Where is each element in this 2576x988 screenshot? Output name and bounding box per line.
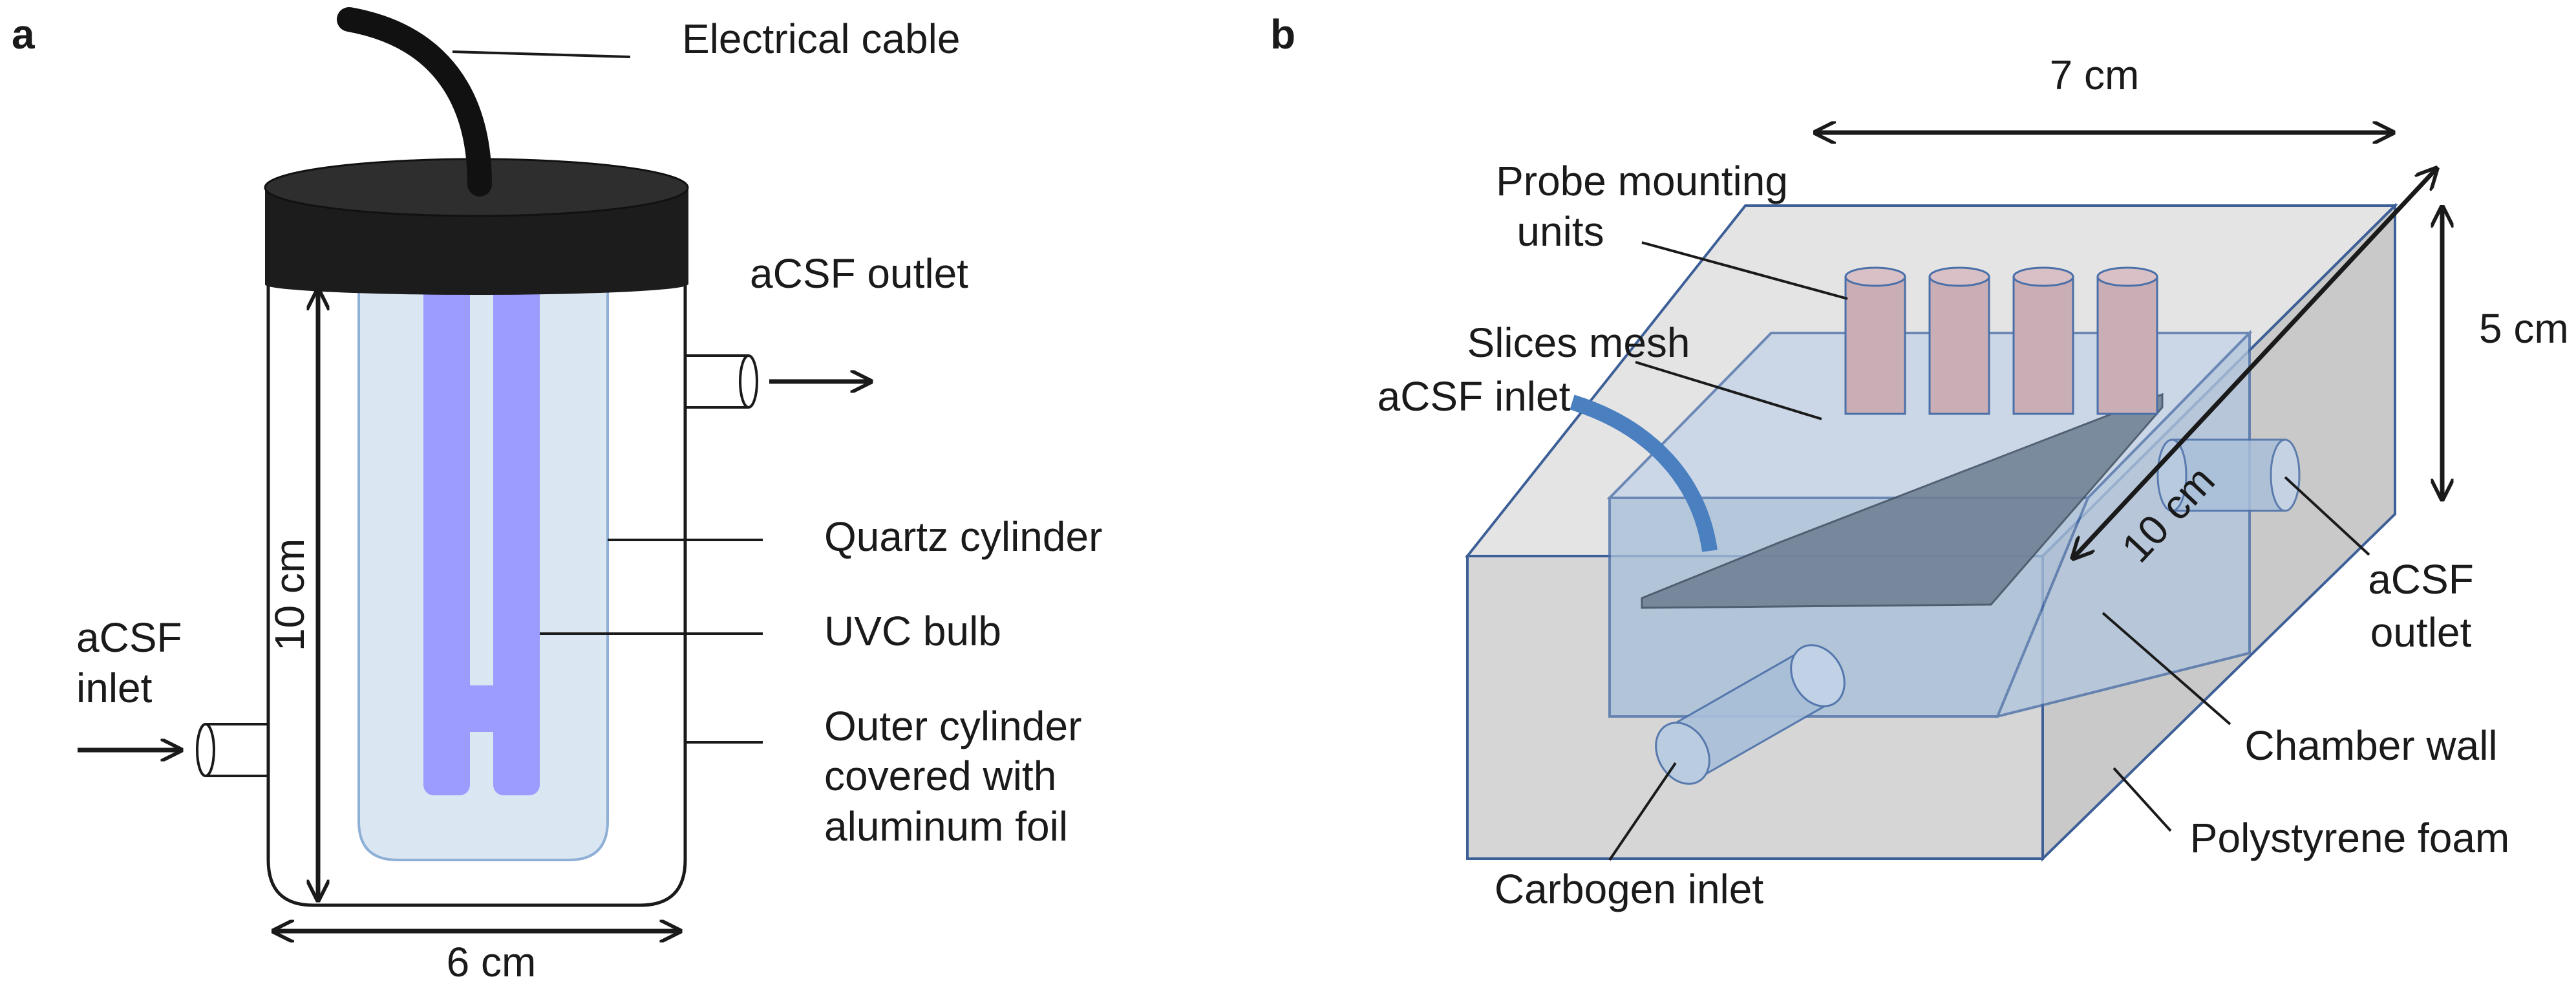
label-chamber-wall: Chamber wall xyxy=(2244,722,2497,769)
probe-unit-4 xyxy=(2096,266,2158,415)
label-outer-cylinder-line3: aluminum foil xyxy=(824,803,1068,850)
label-width-7cm: 7 cm xyxy=(2050,52,2140,98)
carbogen-inlet-tube xyxy=(1655,644,1846,785)
label-acsf-inlet-b: aCSF inlet xyxy=(1378,373,1571,420)
label-quartz-cylinder: Quartz cylinder xyxy=(824,513,1102,560)
leader-slices-mesh xyxy=(1635,361,1822,420)
leader-electrical-cable xyxy=(452,50,631,58)
label-acsf-outlet-b-line2: outlet xyxy=(2370,609,2472,656)
label-height-5cm: 5 cm xyxy=(2479,305,2569,352)
quartz-cylinder xyxy=(357,264,609,861)
label-probe-line2: units xyxy=(1517,208,1604,255)
label-carbogen-inlet: Carbogen inlet xyxy=(1495,866,1764,912)
label-acsf-outlet-b-line1: aCSF xyxy=(2368,556,2474,603)
label-width-6cm: 6 cm xyxy=(447,939,537,985)
lid xyxy=(264,158,689,295)
label-outer-cylinder-line1: Outer cylinder xyxy=(824,703,1081,749)
label-outer-cylinder-line2: covered with xyxy=(824,753,1056,799)
panel-b: b xyxy=(1270,11,2569,912)
leader-chamber-wall xyxy=(2102,612,2231,725)
panel-a: a xyxy=(12,7,1102,985)
uvc-bulb xyxy=(423,285,540,795)
probe-unit-3 xyxy=(2012,266,2074,415)
acsf-outlet-tube xyxy=(685,354,758,409)
label-acsf-inlet-line2: inlet xyxy=(76,665,153,711)
panel-b-letter: b xyxy=(1270,11,1295,58)
label-acsf-outlet: aCSF outlet xyxy=(750,250,968,297)
acsf-inlet-tube xyxy=(196,723,268,777)
electrical-cable xyxy=(337,7,492,197)
label-probe-line1: Probe mounting xyxy=(1496,158,1788,204)
label-polystyrene-foam: Polystyrene foam xyxy=(2190,815,2509,861)
label-electrical-cable: Electrical cable xyxy=(682,16,960,62)
leader-polystyrene-foam xyxy=(2113,767,2172,832)
depth-10cm-arrow xyxy=(2074,169,2436,557)
label-slices-mesh: Slices mesh xyxy=(1467,319,1690,366)
probe-unit-1 xyxy=(1844,266,1906,415)
label-uvc-bulb: UVC bulb xyxy=(824,608,1001,654)
label-height-10cm: 10 cm xyxy=(266,539,313,651)
probe-unit-2 xyxy=(1928,266,1990,415)
leader-probe-mounting-units xyxy=(1641,241,1848,300)
panel-a-letter: a xyxy=(12,11,35,58)
leader-acsf-outlet-b xyxy=(2284,476,2370,556)
acsf-inlet-tube-b xyxy=(1570,394,1718,552)
label-acsf-inlet-line1: aCSF xyxy=(76,614,182,661)
leader-carbogen-inlet xyxy=(1608,762,1677,861)
